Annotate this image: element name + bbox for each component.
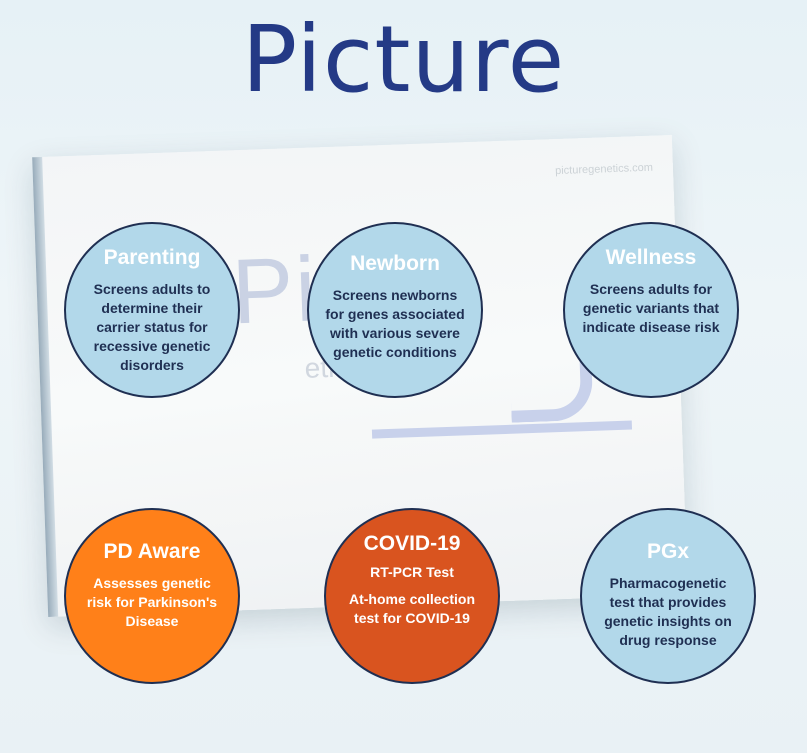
card-heading: Wellness [605,246,697,269]
card-newborn: Newborn Screens newborns for genes assoc… [307,222,483,398]
card-heading: Parenting [103,246,201,269]
card-heading: PD Aware [103,540,201,563]
card-heading: COVID-19 [363,532,461,555]
card-description: Screens adults for genetic variants that… [582,281,720,335]
card-covid-19: COVID-19 RT-PCR Test At-home collection … [324,508,500,684]
card-parenting: Parenting Screens adults to determine th… [64,222,240,398]
card-pd-aware: PD Aware Assesses genetic risk for Parki… [64,508,240,684]
card-description: Pharmacogenetic test that provides genet… [604,575,732,648]
box-line-graphic [371,420,633,439]
card-description: Screens newborns for genes associated wi… [325,287,465,360]
card-pgx: PGx Pharmacogenetic test that provides g… [580,508,756,684]
card-heading: Newborn [350,252,440,275]
card-heading: PGx [646,540,690,563]
card-description: At-home collection test for COVID-19 [348,591,475,626]
card-description: Assesses genetic risk for Parkinson's Di… [86,575,218,629]
card-subheading: RT-PCR Test [370,564,454,580]
card-wellness: Wellness Screens adults for genetic vari… [563,222,739,398]
card-description: Screens adults to determine their carrie… [93,281,211,373]
brand-title: Picture [241,6,566,113]
box-url-text: picturegenetics.com [554,161,654,178]
